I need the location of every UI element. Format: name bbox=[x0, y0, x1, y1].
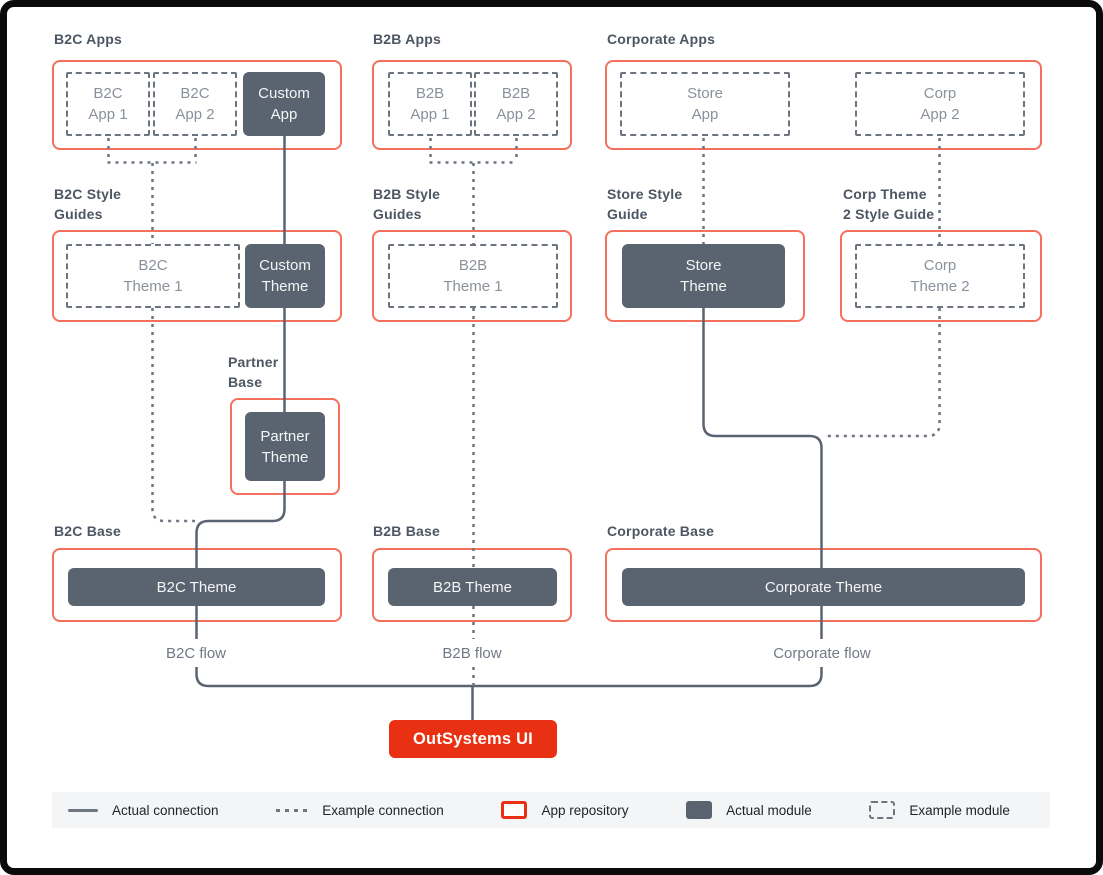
legend-label: Actual connection bbox=[112, 802, 219, 818]
repo-b2c-style-guides bbox=[52, 230, 342, 322]
actual-module-swatch-icon bbox=[686, 801, 713, 819]
module-b2b-theme1: B2B Theme 1 bbox=[388, 244, 558, 308]
flow-label-corporate: Corporate flow bbox=[773, 645, 871, 662]
repository-swatch-icon bbox=[501, 801, 528, 819]
section-title-store-style-guide: Store Style Guide bbox=[607, 186, 683, 222]
section-title-b2b-base: B2B Base bbox=[373, 523, 440, 539]
legend-item-app-repository: App repository bbox=[501, 801, 629, 819]
legend-item-actual-connection: Actual connection bbox=[68, 803, 219, 818]
legend-bar: Actual connection Example connection App… bbox=[52, 792, 1050, 828]
repo-b2b-style-guides bbox=[372, 230, 572, 322]
dashed-line-swatch-icon bbox=[276, 808, 309, 812]
section-title-corporate-apps: Corporate Apps bbox=[607, 31, 716, 47]
dashed-b2c-theme1-to-junction bbox=[151, 308, 195, 523]
module-b2c-theme1: B2C Theme 1 bbox=[66, 244, 240, 308]
flow-label-b2b: B2B flow bbox=[442, 645, 502, 662]
repo-b2b-apps bbox=[372, 60, 572, 150]
repo-store-style-guide bbox=[605, 230, 805, 322]
section-title-corporate-base: Corporate Base bbox=[607, 523, 715, 539]
module-partner-theme: Partner Theme bbox=[245, 412, 325, 481]
section-title-partner-base: Partner Base bbox=[228, 354, 279, 390]
module-b2c-app2: B2C App 2 bbox=[153, 72, 237, 136]
module-b2b-theme: B2B Theme bbox=[388, 568, 557, 606]
module-custom-app: Custom App bbox=[243, 72, 325, 136]
dashed-corp-theme2-to-junction bbox=[826, 308, 941, 438]
legend-item-actual-module: Actual module bbox=[686, 801, 812, 819]
section-title-corp-theme2-style-guide: Corp Theme 2 Style Guide bbox=[843, 186, 935, 222]
legend-label: Example module bbox=[909, 802, 1010, 818]
legend-label: App repository bbox=[541, 802, 629, 818]
repo-b2b-base bbox=[372, 548, 572, 622]
module-b2b-app2: B2B App 2 bbox=[474, 72, 558, 136]
module-corp-theme2: Corp Theme 2 bbox=[855, 244, 1025, 308]
bracket-flows-merge bbox=[195, 667, 823, 688]
module-b2c-theme: B2C Theme bbox=[68, 568, 325, 606]
repo-corporate-base bbox=[605, 548, 1042, 622]
solid-line-swatch-icon bbox=[68, 808, 98, 812]
module-corporate-theme: Corporate Theme bbox=[622, 568, 1025, 606]
module-custom-theme: Custom Theme bbox=[245, 244, 325, 308]
module-corp-app2: Corp App 2 bbox=[855, 72, 1025, 136]
legend-label: Example connection bbox=[322, 802, 444, 818]
section-title-b2c-base: B2C Base bbox=[54, 523, 121, 539]
legend-label: Actual module bbox=[726, 802, 812, 818]
module-store-theme: Store Theme bbox=[622, 244, 785, 308]
repo-corp-theme2-style-guide bbox=[840, 230, 1042, 322]
section-title-b2b-apps: B2B Apps bbox=[373, 31, 441, 47]
flow-label-b2c: B2C flow bbox=[165, 645, 227, 662]
example-module-swatch-icon bbox=[869, 801, 896, 819]
legend-item-example-module: Example module bbox=[869, 801, 1010, 819]
section-title-b2c-apps: B2C Apps bbox=[54, 31, 122, 47]
outsystems-ui-node: OutSystems UI bbox=[389, 720, 557, 758]
module-b2c-app1: B2C App 1 bbox=[66, 72, 150, 136]
module-b2b-app1: B2B App 1 bbox=[388, 72, 472, 136]
line-partner-theme-to-b2c-theme bbox=[195, 481, 286, 568]
repo-b2c-apps bbox=[52, 60, 342, 150]
repo-corporate-apps bbox=[605, 60, 1042, 150]
section-title-b2c-style-guides: B2C Style Guides bbox=[54, 186, 122, 222]
legend-item-example-connection: Example connection bbox=[276, 803, 444, 818]
section-title-b2b-style-guides: B2B Style Guides bbox=[373, 186, 441, 222]
module-store-app: Store App bbox=[620, 72, 790, 136]
line-store-theme-to-corporate-theme bbox=[702, 308, 823, 568]
